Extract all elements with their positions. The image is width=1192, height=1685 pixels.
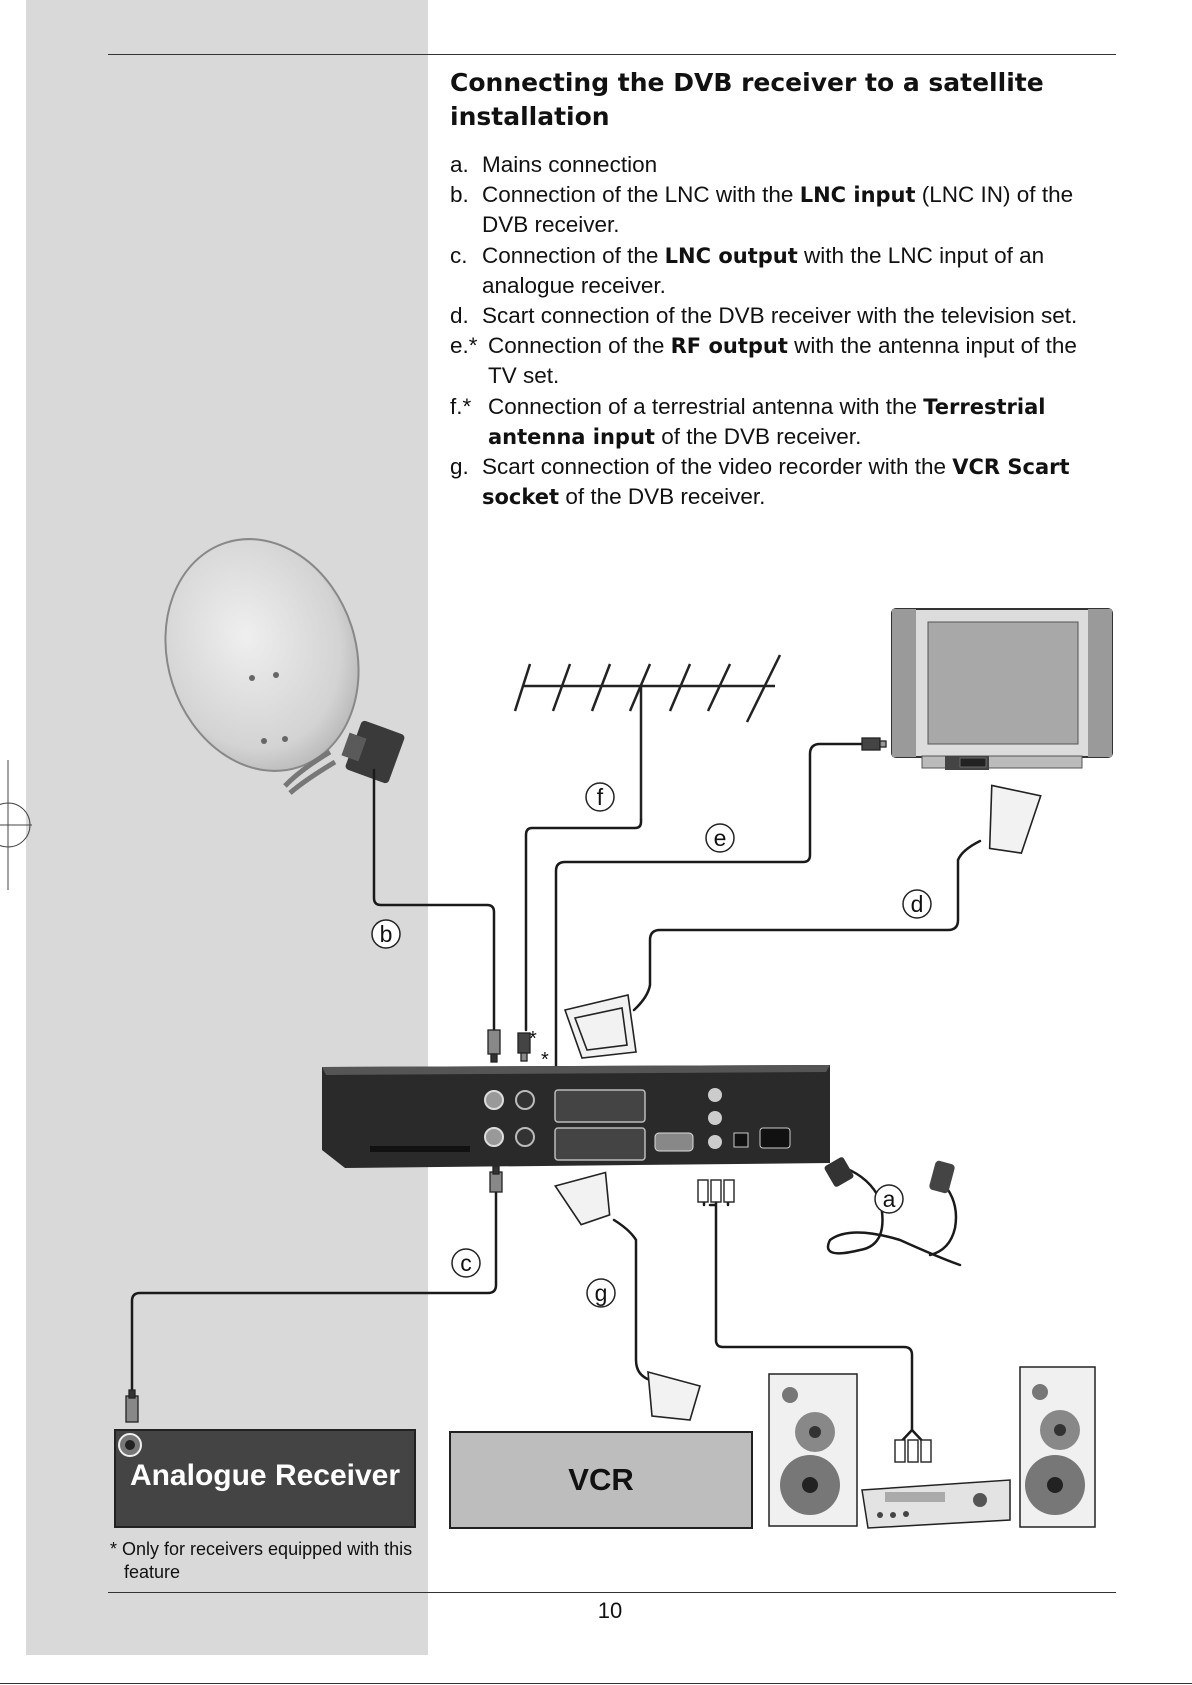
cable-c — [130, 1188, 498, 1400]
step-text: Connection of the — [482, 242, 665, 268]
cable-f — [524, 818, 643, 1032]
page-edge-rule — [0, 1683, 1192, 1684]
step-item: c. Connection of the LNC output with the … — [450, 241, 1110, 301]
cable-g — [612, 1218, 652, 1382]
svg-text:d: d — [911, 891, 924, 917]
step-text: with the LNC input of an analogue receiv… — [482, 242, 1045, 298]
dvb-receiver-back-panel — [322, 1065, 830, 1168]
svg-text:a: a — [883, 1186, 896, 1212]
step-item: b. Connection of the LNC with the LNC inp… — [450, 180, 1110, 240]
analogue-receiver-box: Analogue Receiver — [114, 1429, 416, 1528]
step-text: of the DVB receiver. — [559, 484, 766, 510]
vcr-box: VCR — [449, 1431, 753, 1529]
cable-d — [632, 839, 982, 1012]
step-item: d. Scart connection of the DVB receiver w… — [450, 301, 1110, 331]
label-g: g — [586, 1278, 616, 1308]
bottom-rule — [108, 1592, 1116, 1593]
satellite-dish — [164, 538, 405, 795]
sidebar-shade — [26, 0, 428, 1655]
step-marker: f.* — [450, 393, 472, 419]
step-text: Scart connection of the DVB receiver wit… — [482, 303, 1078, 329]
registration-mark — [0, 760, 32, 890]
analogue-receiver-label: Analogue Receiver — [130, 1459, 400, 1492]
cable-b — [372, 768, 496, 1032]
scart-plugs — [553, 784, 1042, 1421]
page-title: Connecting the DVB receiver to a satelli… — [450, 68, 1044, 131]
vcr-label: VCR — [568, 1462, 633, 1497]
footnote: * Only for receivers equipped with this … — [110, 1539, 413, 1582]
asterisk-mark-2: * — [541, 1049, 549, 1071]
step-text: Connection of a terrestrial antenna with… — [488, 393, 924, 419]
label-e: e — [705, 823, 735, 853]
step-emphasis: RF output — [670, 334, 788, 359]
label-c: c — [451, 1248, 481, 1278]
svg-text:f: f — [597, 784, 604, 810]
label-b: b — [371, 919, 401, 949]
step-item: g. Scart connection of the video recorder… — [450, 452, 1110, 512]
step-item: f.* Connection of a terrestrial antenna w… — [450, 392, 1110, 452]
step-text: Mains connection — [482, 152, 658, 177]
top-rule — [108, 54, 1116, 55]
step-text: Scart connection of the video recorder w… — [482, 454, 953, 480]
step-text: of the DVB receiver. — [654, 423, 862, 449]
step-marker: c. — [450, 242, 468, 268]
step-marker: g. — [450, 454, 469, 480]
step-emphasis: Terrestrial antenna input — [488, 394, 1046, 449]
label-f: f — [585, 782, 615, 812]
terrestrial-antenna — [513, 654, 782, 820]
step-emphasis: LNC output — [664, 243, 798, 268]
rca-plugs — [697, 1179, 932, 1463]
page-number: 10 — [597, 1598, 623, 1623]
svg-text:b: b — [380, 921, 393, 947]
step-text: with the antenna input of the TV set. — [488, 333, 1077, 389]
step-marker: a. — [450, 152, 469, 177]
label-a: a — [874, 1184, 904, 1214]
step-emphasis: VCR Scart socket — [482, 455, 1070, 510]
step-text: (LNC IN) of the DVB receiver. — [482, 182, 1074, 238]
hifi-speakers-amplifier — [768, 1366, 1096, 1529]
step-emphasis: LNC input — [799, 183, 916, 208]
cable-e — [554, 742, 872, 1095]
diagram-labels: a b c d e f g — [371, 782, 932, 1308]
television-set — [891, 608, 1113, 770]
step-marker: b. — [450, 182, 469, 208]
step-marker: d. — [450, 303, 469, 329]
connection-steps-list: a. Mains connection b. Connection of the LN… — [450, 150, 1110, 512]
step-text: Connection of the — [488, 333, 671, 359]
svg-text:e: e — [714, 825, 727, 851]
step-text: Connection of the LNC with the — [482, 182, 800, 208]
svg-text:g: g — [595, 1280, 608, 1306]
step-item: a. Mains connection — [450, 150, 1110, 180]
step-item: e.* Connection of the RF output with the … — [450, 331, 1110, 391]
label-d: d — [902, 889, 932, 919]
step-marker: e.* — [450, 333, 478, 359]
power-plug — [824, 1157, 955, 1194]
asterisk-mark-1: * — [529, 1028, 537, 1050]
svg-text:c: c — [460, 1250, 472, 1276]
